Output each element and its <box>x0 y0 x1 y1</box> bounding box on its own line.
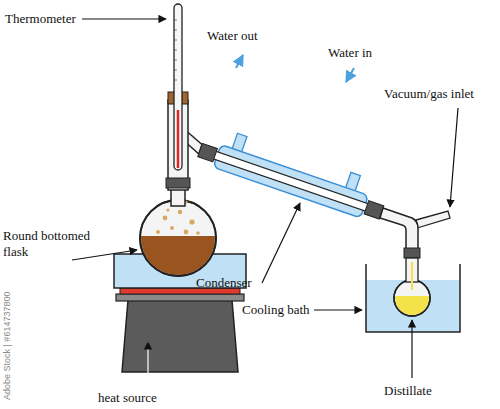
vacuum-adapter <box>380 208 450 258</box>
part-label: Cooling bath <box>242 302 310 318</box>
water-in-arrow <box>346 68 354 82</box>
part-label: Water in <box>328 45 372 61</box>
leader-lines <box>72 19 458 388</box>
part-label: Water out <box>207 28 258 44</box>
round-bottomed-flask <box>135 186 225 281</box>
receiving-flask <box>392 258 432 318</box>
part-label: Thermometer <box>5 11 76 27</box>
part-label: Distillate <box>384 383 432 399</box>
still-head <box>166 92 206 190</box>
part-label: heat source <box>98 390 157 406</box>
part-label: Condenser <box>196 275 252 291</box>
heat-source <box>116 288 244 372</box>
water-out-arrow <box>236 55 243 68</box>
part-label: Round bottomed flask <box>3 228 111 260</box>
part-label: Vacuum/gas inlet <box>384 86 474 102</box>
thermometer <box>174 4 182 170</box>
watermark: Adobe Stock | #614737800 <box>2 292 13 400</box>
condenser <box>196 124 394 226</box>
